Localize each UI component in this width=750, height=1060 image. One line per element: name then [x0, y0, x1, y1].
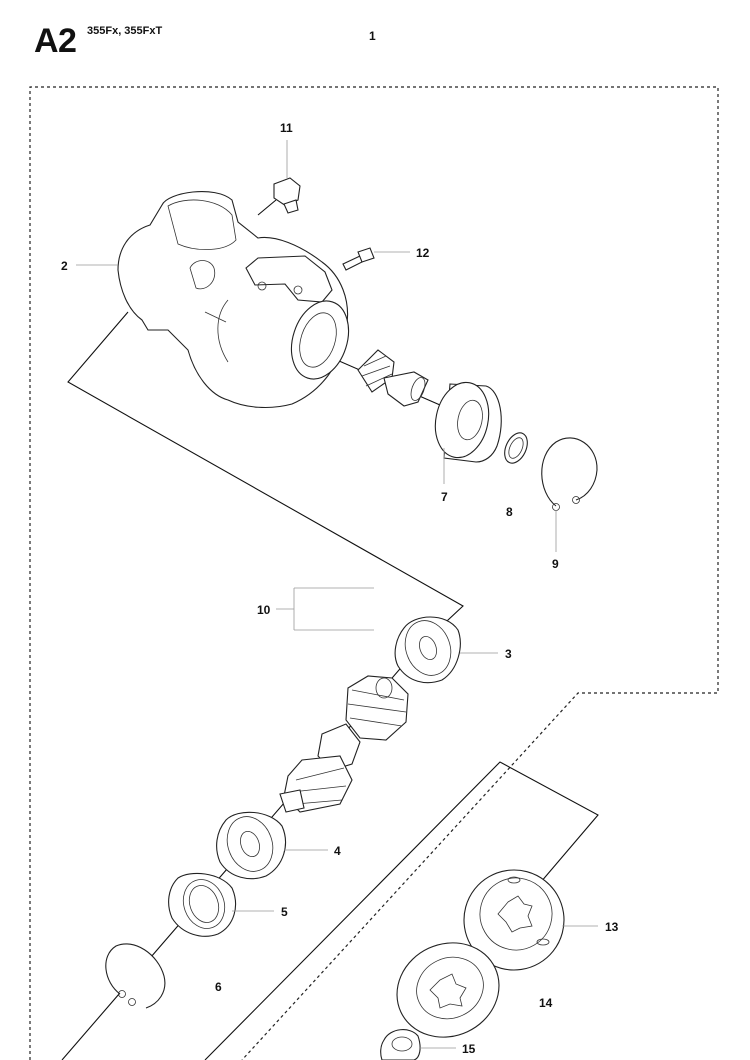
part-bevel-pinion [357, 349, 429, 407]
callout-12: 12 [416, 246, 430, 260]
callout-15: 15 [462, 1042, 476, 1056]
guide-line-bolt [257, 199, 277, 216]
model-list: 355Fx, 355FxT [87, 25, 163, 37]
part-bolt [342, 247, 375, 271]
callout-2: 2 [61, 259, 68, 273]
callout-11: 11 [280, 121, 293, 135]
part-circlip-lower [105, 943, 166, 1009]
leader-10 [276, 587, 374, 631]
part-seal [168, 872, 236, 937]
callout-4: 4 [334, 844, 341, 858]
part-small-retaining-ring [504, 432, 528, 464]
callout-6: 6 [215, 980, 222, 994]
part-circlip-upper [541, 437, 598, 511]
part-blade-flange [463, 869, 565, 971]
part-bearing-4 [216, 811, 286, 880]
part-nut [380, 1029, 421, 1060]
assembly-frame [29, 86, 719, 1060]
section-code: A2 [34, 22, 77, 60]
callout-5: 5 [281, 905, 288, 919]
part-support-cup [396, 942, 500, 1038]
callout-7: 7 [441, 490, 448, 504]
callout-8: 8 [506, 505, 513, 519]
callout-3: 3 [505, 647, 512, 661]
callout-9: 9 [552, 557, 559, 571]
callout-10: 10 [257, 603, 271, 617]
part-crown-gear-shaft [279, 675, 409, 813]
page-number: 1 [369, 29, 376, 43]
part-bearing-3 [394, 616, 461, 684]
callout-13: 13 [605, 920, 619, 934]
part-gear-housing [117, 190, 350, 408]
part-plug [273, 177, 301, 214]
callout-14: 14 [539, 996, 553, 1010]
part-bearing-upper [434, 381, 502, 463]
